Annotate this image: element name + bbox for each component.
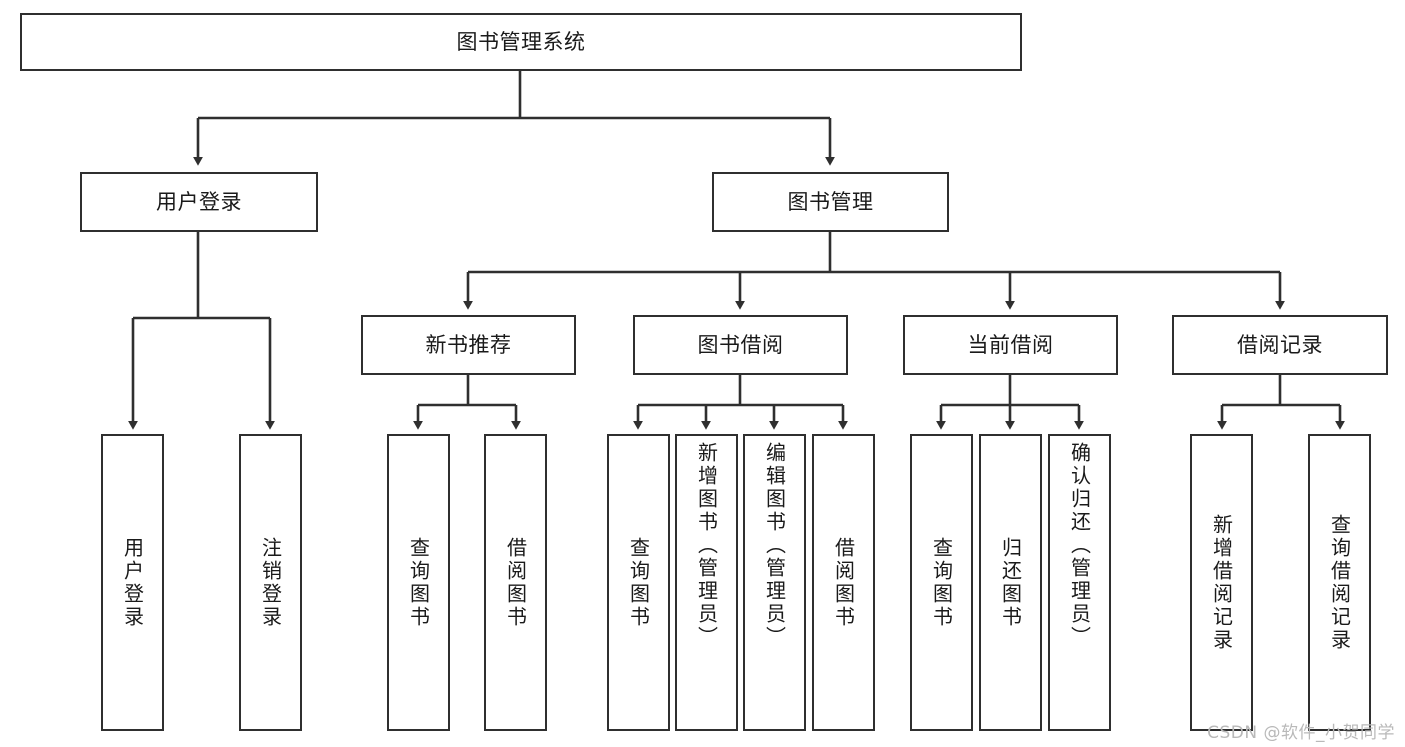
node-leaf-user-login-label: 用户登录	[120, 536, 145, 629]
node-leaf-borrow-book-1[interactable]: 借阅图书	[484, 434, 547, 731]
node-book-management[interactable]: 图书管理	[712, 172, 949, 232]
node-leaf-query-record[interactable]: 查询借阅记录	[1308, 434, 1371, 731]
node-leaf-return-book-label: 归还图书	[998, 536, 1023, 629]
node-current-borrow[interactable]: 当前借阅	[903, 315, 1118, 375]
node-leaf-query-book-2[interactable]: 查询图书	[607, 434, 670, 731]
node-root-label: 图书管理系统	[456, 29, 586, 54]
node-leaf-logout-label: 注销登录	[258, 536, 283, 629]
node-leaf-query-book-3-label: 查询图书	[929, 536, 954, 629]
node-new-book-recommend-label: 新书推荐	[425, 332, 512, 357]
node-current-borrow-label: 当前借阅	[967, 332, 1054, 357]
node-leaf-add-book[interactable]: 新增图书（管理员）	[675, 434, 738, 731]
node-leaf-borrow-book-2-label: 借阅图书	[831, 536, 856, 629]
node-leaf-query-record-label: 查询借阅记录	[1327, 513, 1352, 652]
node-leaf-query-book-3[interactable]: 查询图书	[910, 434, 973, 731]
node-leaf-edit-book[interactable]: 编辑图书（管理员）	[743, 434, 806, 731]
node-book-borrow[interactable]: 图书借阅	[633, 315, 848, 375]
node-leaf-borrow-book-1-label: 借阅图书	[503, 536, 528, 629]
node-root[interactable]: 图书管理系统	[20, 13, 1022, 71]
node-leaf-user-login[interactable]: 用户登录	[101, 434, 164, 731]
node-user-login-label: 用户登录	[156, 189, 242, 214]
watermark-text: CSDN @软件_小贺同学	[1207, 723, 1395, 743]
node-book-borrow-label: 图书借阅	[697, 332, 784, 357]
node-leaf-confirm-return-label: 确认归还（管理员）	[1067, 442, 1092, 649]
node-leaf-confirm-return[interactable]: 确认归还（管理员）	[1048, 434, 1111, 731]
node-leaf-add-record[interactable]: 新增借阅记录	[1190, 434, 1253, 731]
node-leaf-borrow-book-2[interactable]: 借阅图书	[812, 434, 875, 731]
node-book-management-label: 图书管理	[787, 189, 874, 214]
node-leaf-edit-book-label: 编辑图书（管理员）	[762, 442, 787, 649]
node-borrow-record-label: 借阅记录	[1237, 332, 1323, 357]
node-borrow-record[interactable]: 借阅记录	[1172, 315, 1388, 375]
node-leaf-query-book-1-label: 查询图书	[406, 536, 431, 629]
node-leaf-add-book-label: 新增图书（管理员）	[694, 442, 719, 649]
node-leaf-return-book[interactable]: 归还图书	[979, 434, 1042, 731]
node-leaf-query-book-1[interactable]: 查询图书	[387, 434, 450, 731]
node-leaf-add-record-label: 新增借阅记录	[1209, 513, 1234, 652]
node-user-login[interactable]: 用户登录	[80, 172, 318, 232]
node-new-book-recommend[interactable]: 新书推荐	[361, 315, 576, 375]
node-leaf-query-book-2-label: 查询图书	[626, 536, 651, 629]
node-leaf-logout[interactable]: 注销登录	[239, 434, 302, 731]
